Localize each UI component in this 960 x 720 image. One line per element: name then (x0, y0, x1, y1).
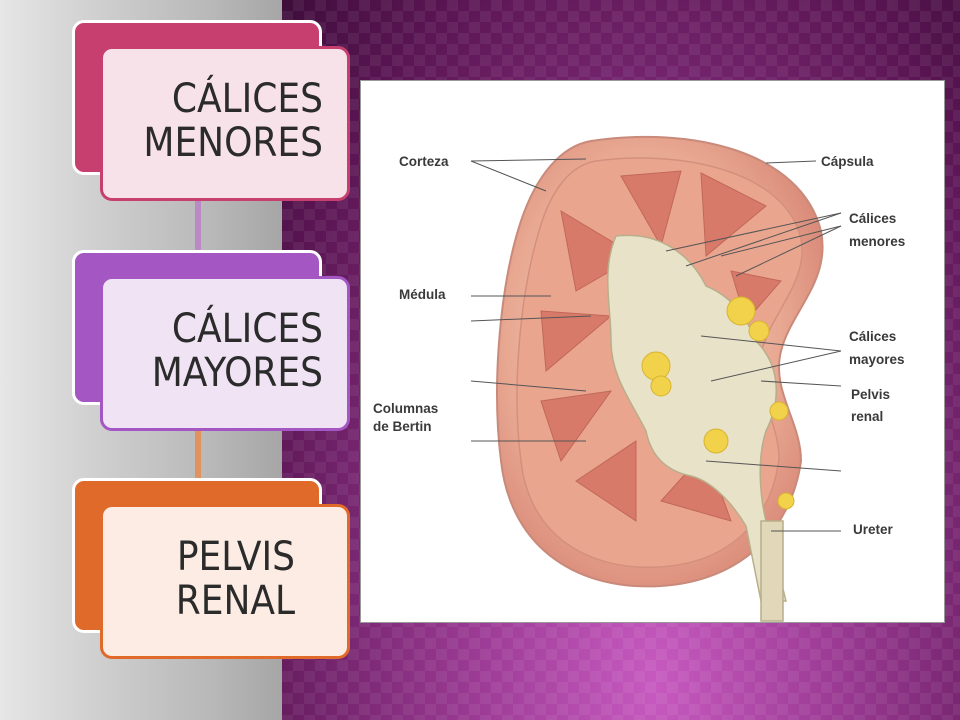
label-medula: Médula (399, 287, 446, 302)
label-capsula: Cápsula (821, 154, 874, 169)
label-calices-menores-line2: menores (849, 234, 905, 249)
medullary-pyramids (540, 170, 782, 522)
card-label-3: PELVIS RENAL (175, 534, 295, 624)
card-front-2: CÁLICES MAYORES (100, 276, 350, 431)
kidney-illustration: Corteza Médula Columnas de Bertin Cápsul… (373, 135, 905, 622)
card-front-1: CÁLICES MENORES (100, 46, 350, 201)
label-calices-mayores: Cálices mayores (849, 329, 905, 367)
label-pelvis-renal: Pelvis renal (851, 387, 894, 424)
label-pelvis-renal-line2: renal (851, 409, 883, 424)
label-columnas: Columnas de Bertin (373, 401, 442, 434)
label-calices-menores-line1: Cálices (849, 211, 896, 226)
card-label-2: CÁLICES MAYORES (151, 306, 323, 396)
label-ureter: Ureter (853, 522, 894, 537)
fat-deposits (641, 296, 795, 510)
label-corteza: Corteza (399, 154, 449, 169)
ureter (760, 520, 784, 622)
label-columnas-line2: de Bertin (373, 419, 432, 434)
kidney-diagram: Corteza Médula Columnas de Bertin Cápsul… (360, 80, 945, 623)
label-pelvis-renal-line1: Pelvis (851, 387, 890, 402)
card-label-1: CÁLICES MENORES (143, 76, 323, 166)
card-front-3: PELVIS RENAL (100, 504, 350, 659)
label-columnas-line1: Columnas (373, 401, 438, 416)
connector-line-1 (195, 175, 201, 255)
leader-lines (470, 158, 842, 532)
label-calices-mayores-line2: mayores (849, 352, 905, 367)
renal-pelvis (607, 234, 787, 602)
label-calices-menores: Cálices menores (849, 211, 905, 249)
connector-line-2 (195, 405, 201, 485)
label-calices-mayores-line1: Cálices (849, 329, 896, 344)
